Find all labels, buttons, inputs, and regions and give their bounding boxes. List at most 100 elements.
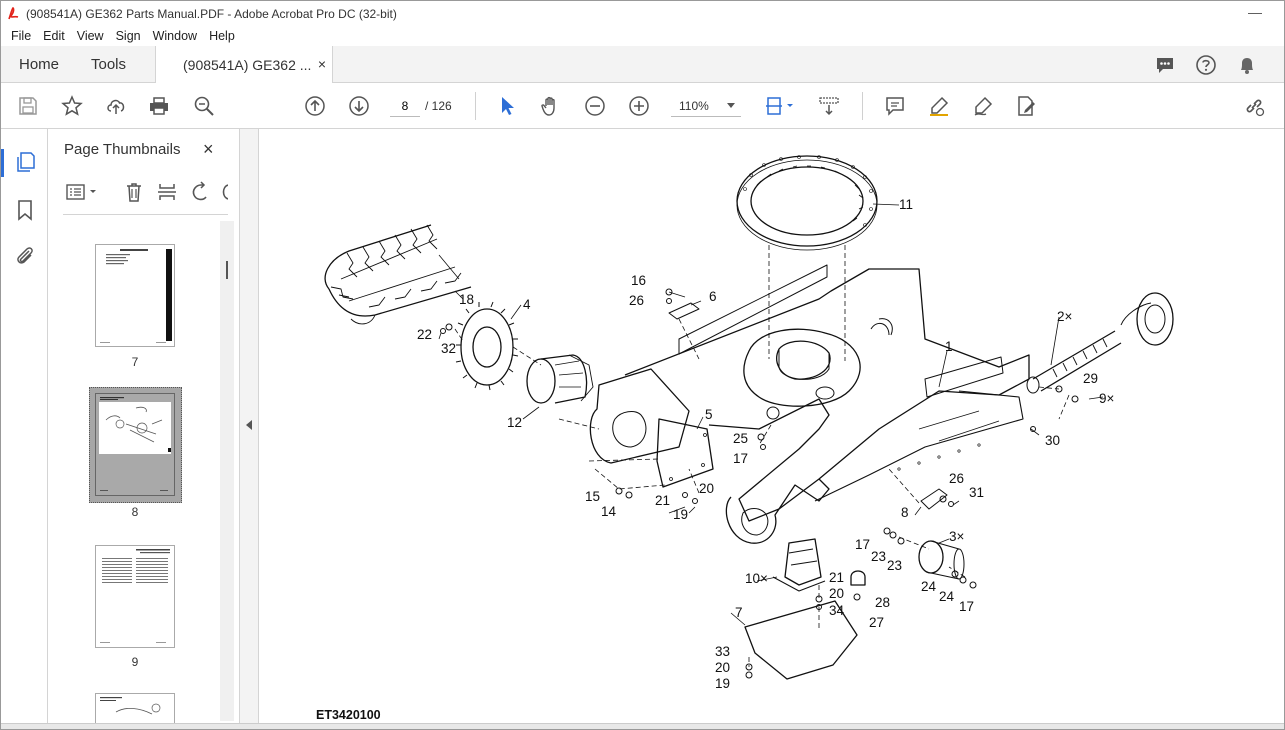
callout-label: 15 (585, 489, 600, 504)
toolbar-divider (862, 92, 863, 120)
page-thumbnails-icon[interactable] (14, 151, 36, 173)
callout-label: 17 (959, 599, 974, 614)
menu-window[interactable]: Window (152, 29, 198, 43)
thumbnail-page[interactable] (95, 545, 175, 648)
panel-close-button[interactable]: × (203, 139, 214, 159)
scroll-mode-icon[interactable] (817, 94, 841, 118)
select-cursor-icon[interactable] (495, 94, 519, 118)
callout-label: 22 (417, 327, 432, 342)
left-navigation-rail (1, 129, 48, 729)
parts-diagram: 11 18 4 22 32 16 26 6 1 2× 29 9× 30 12 5… (324, 155, 1174, 691)
menu-view[interactable]: View (76, 29, 104, 43)
more-tools-icon[interactable] (220, 181, 228, 203)
callout-label: 24 (939, 589, 955, 604)
title-bar: (908541A) GE362 Parts Manual.PDF - Adobe… (1, 1, 1284, 26)
thumbnail-options-icon[interactable] (65, 181, 99, 203)
thumbnail-label: 9 (131, 655, 139, 669)
callout-label: 17 (855, 537, 870, 552)
bookmark-icon[interactable] (14, 199, 36, 221)
share-link-icon[interactable] (1242, 94, 1266, 118)
callout-label: 26 (629, 293, 644, 308)
edit-document-icon[interactable] (1014, 94, 1038, 118)
page-thumbnails-panel: Page Thumbnails × (48, 129, 240, 723)
menu-help[interactable]: Help (209, 29, 235, 43)
callout-label: 31 (969, 485, 984, 500)
thumbnail-page[interactable] (95, 393, 175, 496)
menu-bar: File Edit View Sign Window Help (1, 26, 1284, 46)
callout-label: 23 (871, 549, 886, 564)
zoom-level-select[interactable]: 110% (671, 95, 741, 117)
hand-tool-icon[interactable] (539, 94, 563, 118)
horizontal-scrollbar[interactable] (1, 723, 1284, 729)
thumbnail-scrollbar[interactable] (220, 221, 234, 721)
scrollbar-grip[interactable] (226, 261, 228, 279)
comment-icon[interactable] (883, 94, 907, 118)
toolbar-divider (475, 92, 476, 120)
callout-label: 33 (715, 644, 730, 659)
zoom-in-icon[interactable] (627, 94, 651, 118)
thumbnail-toolbar (63, 179, 228, 207)
panel-title: Page Thumbnails (64, 141, 181, 158)
thumbnail-page[interactable] (95, 244, 175, 347)
menu-file[interactable]: File (11, 29, 32, 43)
callout-label: 25 (733, 431, 748, 446)
thumbnail-page[interactable] (95, 693, 175, 723)
tab-document[interactable]: (908541A) GE362 ... × (155, 46, 333, 84)
chat-icon[interactable] (1154, 54, 1176, 76)
callout-label: 21 (655, 493, 670, 508)
callout-label: 9× (1099, 391, 1114, 406)
callout-label: 3× (949, 529, 964, 544)
callout-label: 19 (715, 676, 730, 691)
document-view[interactable]: 11 18 4 22 32 16 26 6 1 2× 29 9× 30 12 5… (259, 129, 1284, 723)
callout-label: 28 (875, 595, 890, 610)
bell-icon[interactable] (1236, 54, 1258, 76)
rotate-page-icon[interactable] (190, 181, 212, 203)
callout-label: 20 (715, 660, 730, 675)
previous-page-icon[interactable] (303, 94, 327, 118)
extract-page-icon[interactable] (156, 181, 178, 203)
callout-label: 6 (709, 289, 717, 304)
menu-sign[interactable]: Sign (115, 29, 141, 43)
save-icon[interactable] (16, 94, 40, 118)
panel-collapse-strip[interactable] (240, 129, 259, 723)
minimize-button[interactable]: — (1248, 4, 1262, 20)
page-total: / 126 (425, 99, 452, 113)
zoom-out-icon[interactable] (583, 94, 607, 118)
callout-label: 8 (901, 505, 909, 520)
tab-tools[interactable]: Tools (91, 56, 127, 73)
draw-pen-icon[interactable] (971, 94, 995, 118)
help-icon[interactable] (1195, 54, 1217, 76)
rail-active-indicator (1, 149, 4, 177)
highlight-pen-icon[interactable] (927, 94, 951, 118)
next-page-icon[interactable] (347, 94, 371, 118)
figure-reference-code: ET3420100 (316, 708, 381, 722)
collapse-left-arrow-icon[interactable] (246, 420, 252, 430)
callout-label: 1 (945, 339, 953, 354)
callout-label: 34 (829, 603, 845, 618)
chevron-down-icon (727, 103, 735, 108)
star-icon[interactable] (60, 94, 84, 118)
tab-bar: Home Tools (908541A) GE362 ... × (1, 46, 1284, 84)
delete-page-icon[interactable] (123, 181, 145, 203)
callout-label: 2× (1057, 309, 1072, 324)
zoom-search-icon[interactable] (192, 94, 216, 118)
callout-label: 20 (699, 481, 714, 496)
callout-label: 29 (1083, 371, 1098, 386)
upload-icon[interactable] (104, 94, 128, 118)
callout-label: 19 (673, 507, 688, 522)
tab-close-button[interactable]: × (317, 56, 326, 72)
callout-label: 11 (899, 197, 913, 212)
callout-label: 27 (869, 615, 884, 630)
page-number-input[interactable] (390, 95, 420, 117)
tab-home[interactable]: Home (19, 56, 60, 73)
callout-label: 21 (829, 570, 844, 585)
callout-label: 30 (1045, 433, 1060, 448)
callout-label: 17 (733, 451, 748, 466)
panel-divider (63, 214, 228, 215)
attachment-icon[interactable] (14, 245, 36, 267)
print-icon[interactable] (147, 94, 171, 118)
page-fit-icon[interactable] (763, 94, 797, 118)
thumbnail-label: 8 (131, 505, 139, 519)
menu-edit[interactable]: Edit (43, 29, 65, 43)
